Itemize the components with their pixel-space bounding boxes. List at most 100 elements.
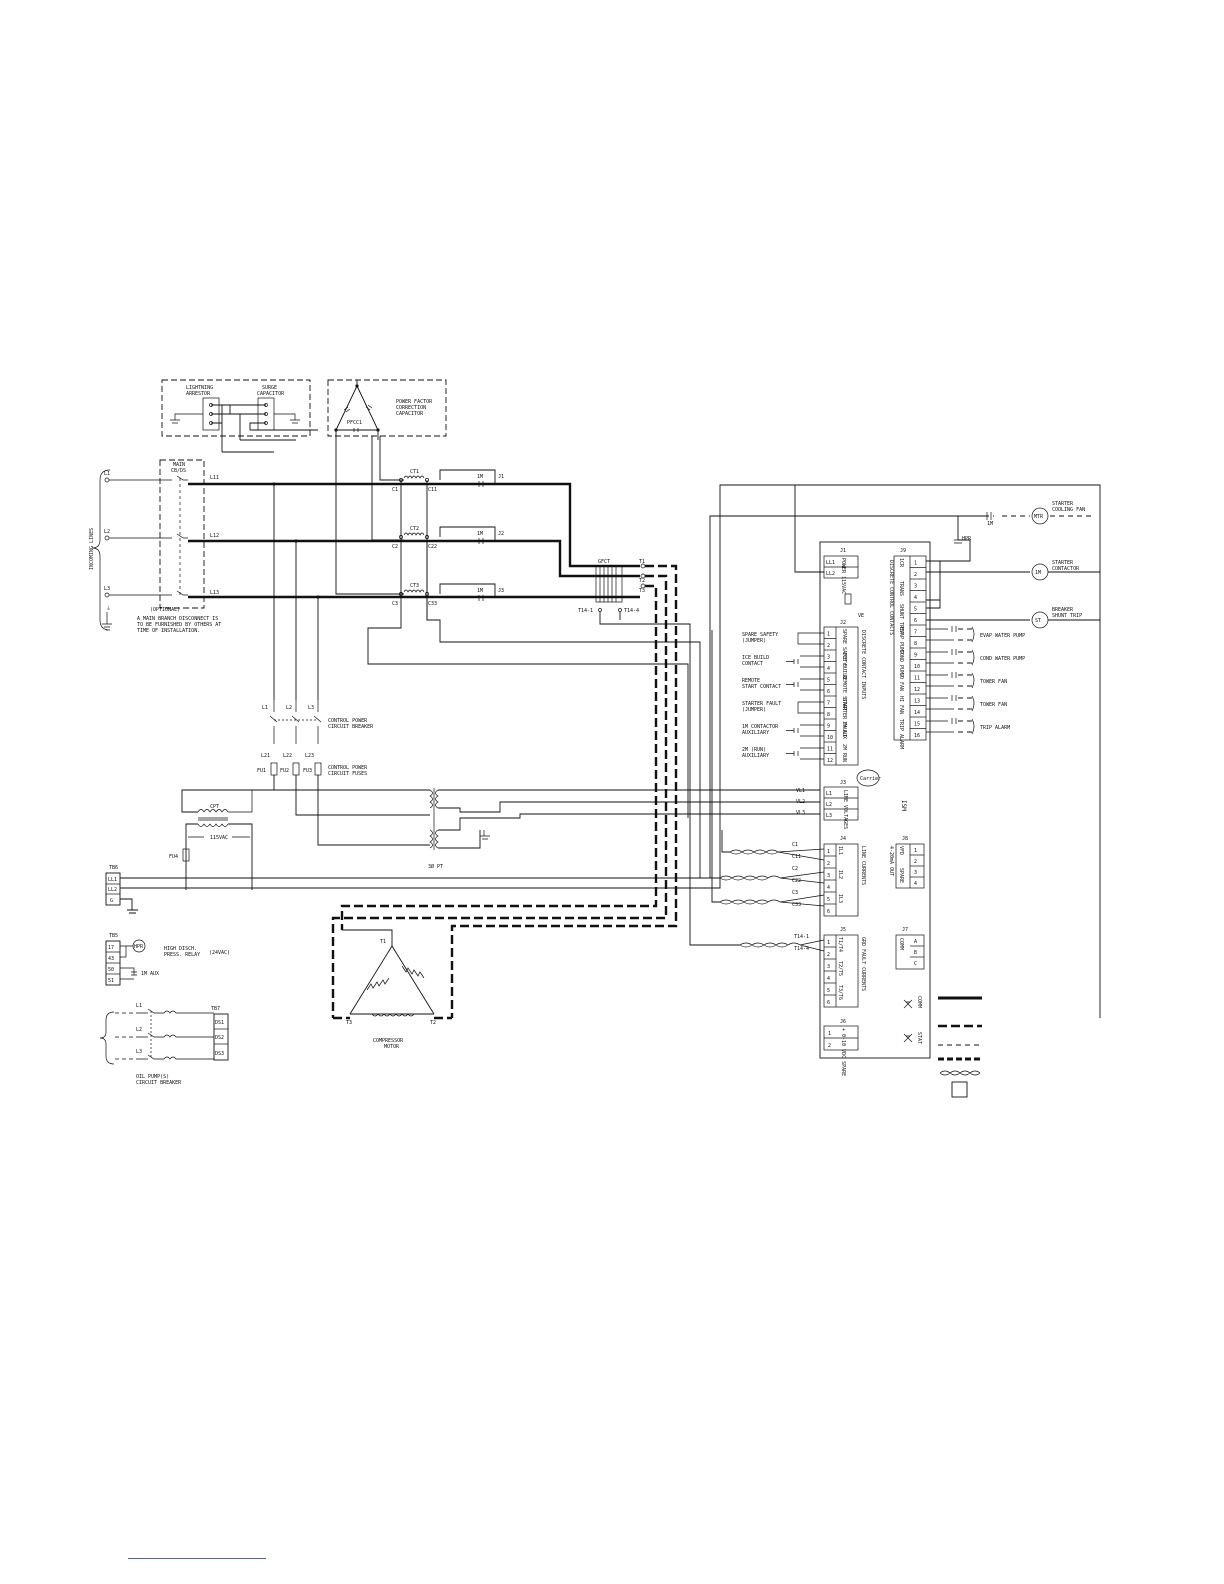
j4-wire-c1: C1 (792, 842, 798, 848)
incoming-l1-label: L1 (104, 471, 110, 477)
ds2-label: DS2 (215, 1035, 224, 1041)
oil-label-2: CIRCUIT BREAKER (136, 1080, 182, 1086)
t14-4-label: T14-4 (624, 608, 639, 614)
j2-input-label-1: ICE BUILD (742, 655, 769, 661)
j8-name: J8 (902, 836, 908, 842)
ct2-label: CT2 (410, 526, 419, 532)
field-device-2: TOWER FAN (980, 679, 1007, 685)
fu2-label: FU2 (280, 768, 289, 774)
hpr-label-2: PRESS. RELAY (164, 952, 200, 958)
j4-wire-c33: C33 (792, 902, 801, 908)
pfcc-title-1: POWER FACTOR (396, 399, 433, 405)
j5-name-1: T2/T5 (837, 961, 843, 976)
j4-name-2: IL3 (837, 894, 843, 903)
j5-wire-t14-4: T14-4 (794, 946, 809, 952)
j4-wire-c2: C2 (792, 866, 798, 872)
j9-pin-10: 10 (914, 664, 920, 670)
j9-pin-4: 4 (914, 595, 917, 601)
control-power: L1 L2 L3 CONTROL POWER CIRCUIT BREAKER L… (257, 700, 374, 777)
lightning-arrestor-label: LIGHTNING (186, 385, 213, 391)
incoming-l2-label: L2 (104, 529, 110, 535)
comm-led: COMM (916, 996, 922, 1008)
tb5-label: TB5 (109, 933, 118, 939)
j2-pin-12: 12 (827, 758, 833, 764)
j1-ll1: LL1 (826, 560, 835, 566)
vl2-label: VL2 (796, 799, 805, 805)
j9-pin-6: 6 (914, 618, 917, 624)
l13-label: L13 (210, 590, 219, 596)
fu1-label: FU1 (257, 768, 266, 774)
cooling-fan-label-2: COOLING FAN (1052, 507, 1085, 513)
j9-output-name-5: LO FAN (898, 673, 904, 691)
optional-label: (OPTIONAL) (150, 607, 180, 613)
t2-terminal-label: T2 (639, 578, 645, 584)
j9-pin-1: 1 (914, 561, 917, 567)
j7-a: A (914, 939, 917, 945)
tb6-g: G (110, 898, 113, 904)
incoming-lines: INCOMING LINES L1 L2 L3 ⏚ MAIN CB/DS (OP… (89, 459, 221, 634)
j2-pin-4: 4 (827, 666, 830, 672)
j9-pin-14: 14 (914, 710, 920, 716)
hpr-coil: HPR (134, 944, 144, 950)
j7-connector: J7 A B C COMM (895, 927, 925, 970)
ct1-contact-label: 1M (477, 474, 483, 480)
j2-input-name-2: REMOTE START (841, 675, 847, 711)
j5-name: J5 (840, 927, 846, 933)
j3-connector: J3 L1 L2 L3 LINE VOLTAGES VL1 VL2 VL3 (796, 780, 859, 829)
j9-output-name-3: EVAP PUMP (898, 627, 904, 654)
j2-pin-6: 6 (827, 689, 830, 695)
j4-pin-3: 3 (827, 873, 830, 879)
j4-pin-1: 1 (827, 849, 830, 855)
j2-input-name-0: SPARE SAFETY (841, 629, 847, 665)
j4-twisted-pairs: C1 C11 C2 C22 C3 C33 (699, 630, 825, 908)
ism-leds: COMM STAT (903, 996, 922, 1044)
main-cb-label-2: CB/DS (171, 468, 186, 474)
j4-wire-c22: C22 (792, 878, 801, 884)
j9-pin-8: 8 (914, 641, 917, 647)
j4-pin-2: 2 (827, 861, 830, 867)
ve-label: VE (858, 613, 864, 619)
starter-contactor-label-2: CONTACTOR (1052, 566, 1080, 572)
j9-output-name-6: HI FAN (898, 696, 904, 714)
l22-label: L22 (283, 753, 292, 759)
wiring-legend (938, 996, 982, 1098)
starter-contactor-label: STARTER (1052, 560, 1074, 566)
field-device-0: EVAP WATER PUMP (980, 633, 1025, 639)
pfcc-label: PFCC1 (347, 420, 362, 426)
j7-b: B (914, 950, 917, 956)
j3-jumper-label: J3 (498, 588, 504, 594)
j9-title: DISCRETE CONTROL CONTACTS (888, 560, 894, 635)
j8-title: 4-20mA OUT (888, 846, 894, 876)
ds1-label: DS1 (215, 1020, 224, 1026)
motor-t1: T1 (380, 939, 386, 945)
footer-rule (128, 1558, 266, 1559)
j2-input-label-5-2: AUXILIARY (742, 753, 769, 759)
surge-capacitor-label: SURGE (262, 385, 277, 391)
j2-input-name-5: 2M RUN (841, 744, 847, 762)
j9-pin-15: 15 (914, 722, 920, 728)
oil-pump-breaker: L1 L2 L3 TB7 DS1 DS2 DS3 OIL PUMP(S) CIR… (99, 1003, 229, 1086)
j4-pin-5: 5 (827, 897, 830, 903)
j1-ll2: LL2 (826, 571, 835, 577)
j5-pin-4: 4 (827, 976, 830, 982)
c11-label: C11 (428, 487, 437, 493)
oil-label: OIL PUMP(S) (136, 1074, 169, 1080)
j9-outputs: 1M MTR STARTER COOLING FAN HPR 1M STARTE… (794, 485, 1100, 629)
ds3-label: DS3 (215, 1051, 224, 1057)
j2-pin-1: 1 (827, 632, 830, 638)
j9-pin-9: 9 (914, 653, 917, 659)
motor-t3: T3 (346, 1020, 352, 1026)
j3-l3: L3 (826, 813, 832, 819)
j9-output-name-4: COND PUMP (898, 650, 904, 677)
j2-input-label-1-2: CONTACT (742, 661, 763, 667)
j2-pin-7: 7 (827, 701, 830, 707)
cb-label-2: CIRCUIT BREAKER (328, 724, 374, 730)
c3-label: C3 (392, 601, 398, 607)
j2-input-name-1: ICE BUILD (841, 652, 847, 679)
j4-name-0: IL1 (837, 846, 843, 855)
oil-l3: L3 (136, 1049, 142, 1055)
j2-pin-9: 9 (827, 724, 830, 730)
